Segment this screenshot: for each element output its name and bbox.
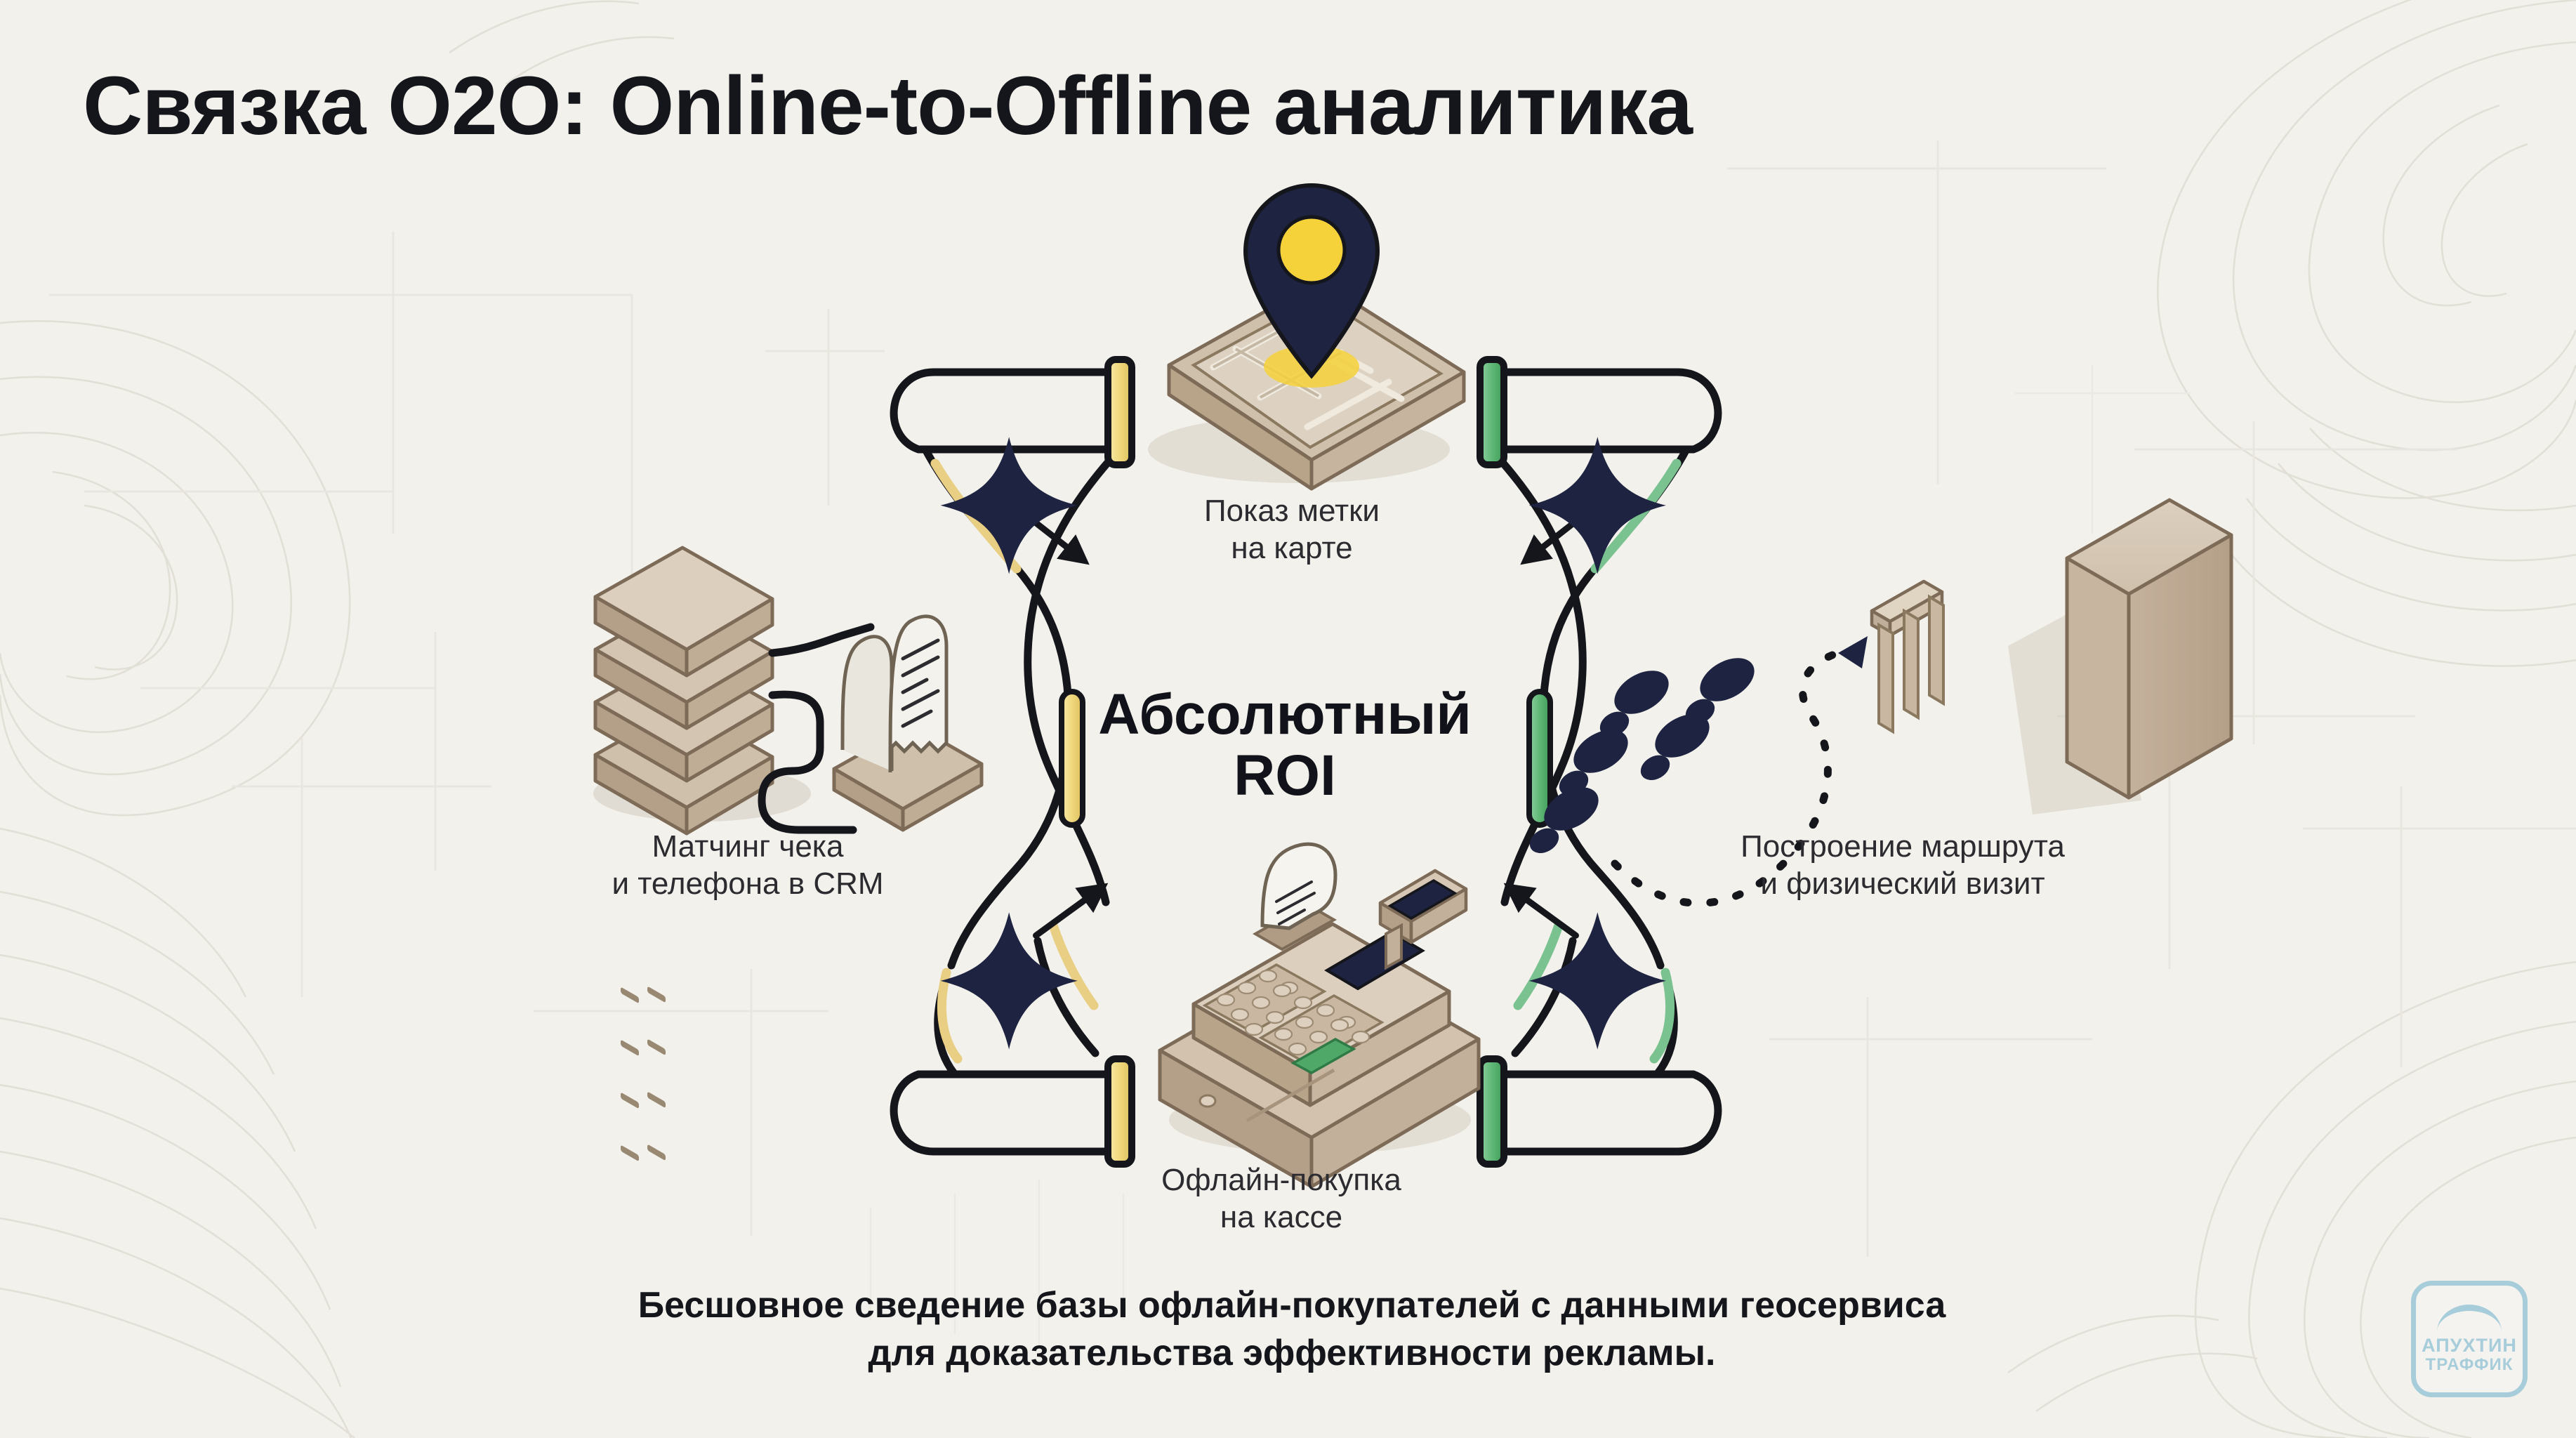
caption-map: Показ метки на карте [1204,494,1380,565]
wifi-arc-icon [2437,1305,2502,1332]
server-receipt-icon [593,546,984,1161]
center-label: Абсолютный ROI [1067,682,1502,807]
logo-line1: АПУХТИН [2422,1335,2517,1357]
center-label-line2: ROI [1234,743,1336,807]
logo-line2: ТРАФФИК [2425,1354,2514,1374]
page-title: Связка O2O: Online-to-Offline аналитика [83,60,1693,152]
cash-register-icon [1158,842,1481,1189]
brand-logo: АПУХТИН ТРАФФИК [2411,1281,2528,1397]
connector-green-bottom [1477,1055,1507,1168]
footsteps-building-icon [1529,498,2233,907]
caption-route: Построение маршрута и физический визит [1741,829,2065,901]
footprint-trail [1529,658,1755,854]
caption-crm: Матчинг чека и телефона в CRM [612,829,884,901]
bottom-caption: Бесшовное сведение базы офлайн-покупател… [638,1285,1946,1373]
map-pin-phone-icon [1148,183,1466,491]
knot-nodes [940,437,1666,1050]
connector-yellow-bottom [1104,1055,1135,1168]
connector-yellow-top [1104,356,1135,468]
center-label-line1: Абсолютный [1098,682,1472,746]
green-accent-segments [1513,459,1682,1064]
caption-pos: Офлайн-покупка на кассе [1161,1163,1401,1234]
connector-green-top [1477,356,1507,468]
